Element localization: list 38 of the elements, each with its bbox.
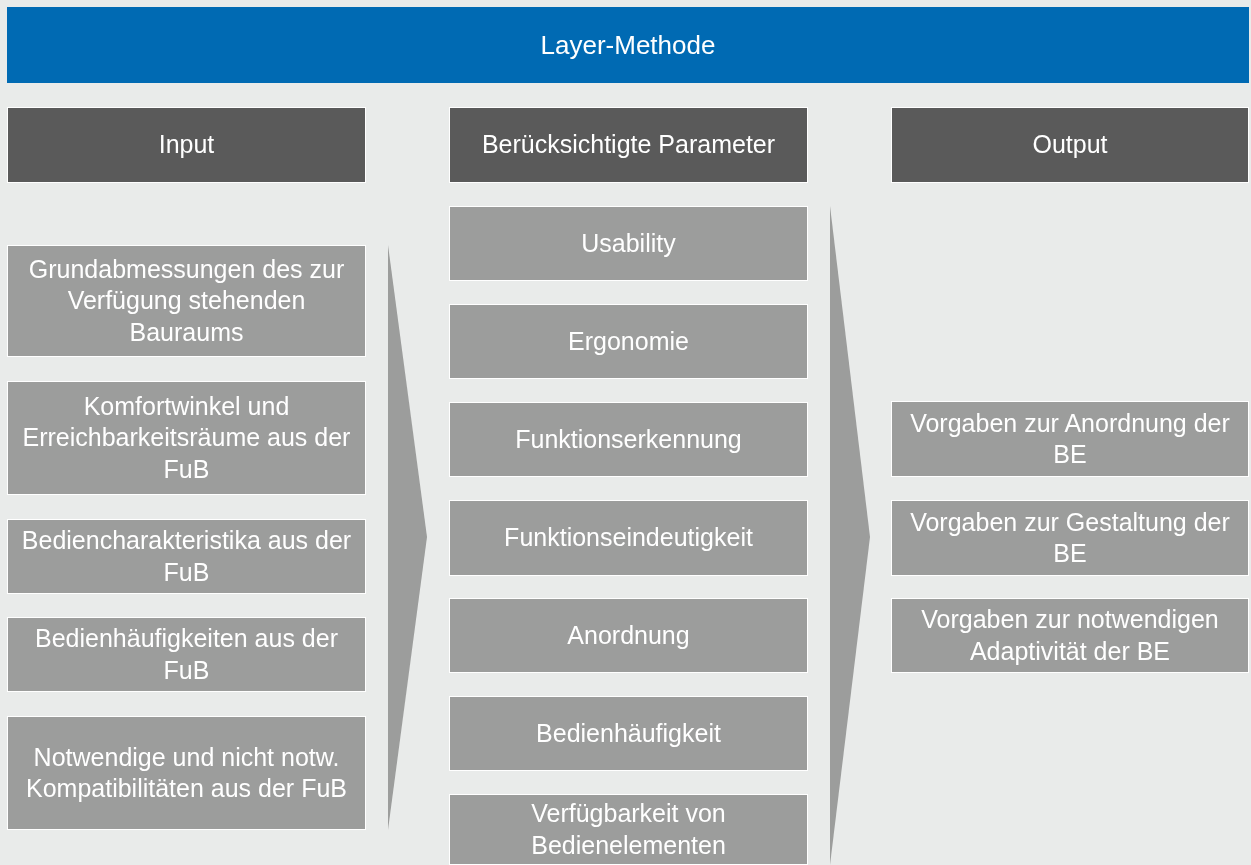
box-label: Vorgaben zur Anordnung der BE [909,407,1231,470]
box-label: Usability [580,227,677,259]
item-box [7,519,366,594]
box-label: Vorgaben zur notwendigen Adaptivität der BE [920,604,1220,667]
box-label: Verfügbarkeit von Bedienelementen [530,798,727,861]
box-label: Grundabmessungen des zur Verfügung stehenden Bauraums [27,254,346,348]
item-box [449,206,808,281]
item-box [449,598,808,673]
item-box [7,381,366,495]
item-box [7,617,366,692]
item-box [449,500,808,576]
title-banner [7,7,1249,83]
item-box [891,500,1249,576]
item-box [449,794,808,865]
item-box [891,401,1249,477]
item-box [449,696,808,771]
column-header [891,107,1249,183]
item-box [7,245,366,357]
item-box [891,598,1249,673]
box-label: Bedienhäufigkeiten aus der FuB [34,623,339,686]
box-label: Anordnung [566,619,691,651]
box-label: Funktionseindeutigkeit [503,522,754,554]
box-label: Input [157,129,216,161]
item-box [449,402,808,477]
column-header [449,107,808,183]
box-label: Notwendige und nicht notw. Kompatibilitäten aus der FuB [25,741,348,804]
item-box [7,716,366,830]
box-label: Ergonomie [567,325,690,357]
box-label: Bedienhäufigkeit [535,717,722,749]
box-label: Bediencharakteristika aus der FuB [20,525,353,588]
box-label: Layer-Methode [539,28,717,62]
box-label: Komfortwinkel und Erreichbarkeitsräume aus der FuB [21,391,352,485]
column-header [7,107,366,183]
box-label: Berücksichtigte Parameter [480,129,777,161]
box-label: Vorgaben zur Gestaltung der BE [909,506,1231,569]
box-label: Output [1031,129,1109,161]
box-label: Funktionserkennung [514,423,743,455]
item-box [449,304,808,379]
